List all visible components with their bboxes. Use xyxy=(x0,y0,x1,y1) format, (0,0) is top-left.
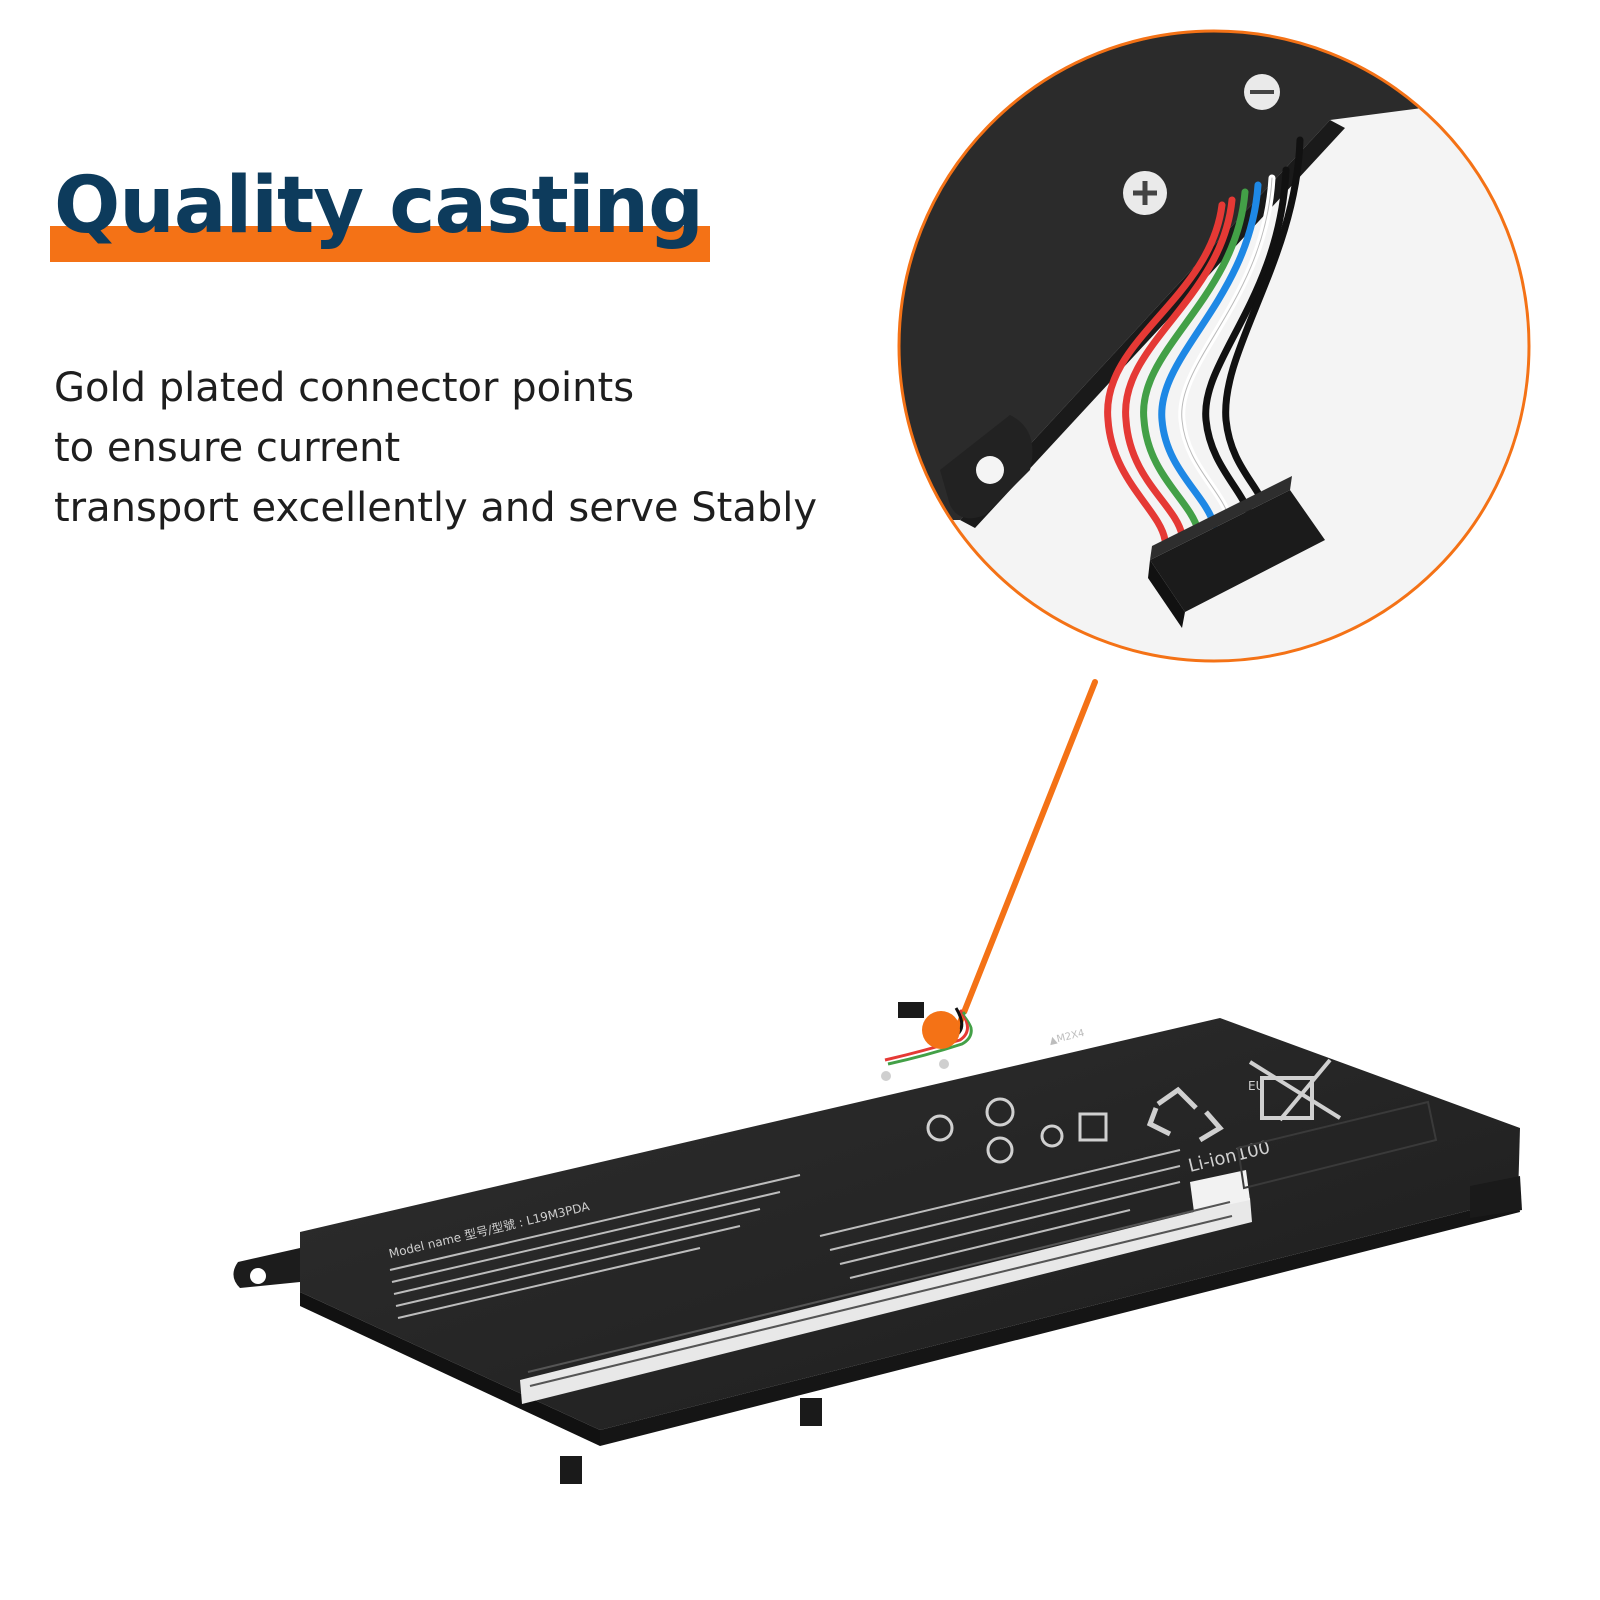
warning-label xyxy=(520,1198,1252,1404)
headline: Quality casting xyxy=(54,161,704,251)
label-dark-text xyxy=(527,1201,1233,1387)
m2x4-marking: ▲M2X4 xyxy=(1048,1028,1085,1047)
screw-hole-1 xyxy=(881,1071,891,1081)
wire-red-2 xyxy=(1122,196,1236,539)
callout-line xyxy=(952,679,1098,1038)
zoom-detail: M2 xyxy=(871,31,1529,661)
wire-white-outline xyxy=(1181,177,1273,521)
description-line-3: transport excellently and serve Stably xyxy=(54,485,818,531)
wire-blue xyxy=(1158,181,1262,529)
callout-dot xyxy=(922,1011,960,1049)
left-mount-hole xyxy=(250,1268,266,1284)
blank-label-area xyxy=(1236,1100,1438,1190)
battery-left-edge xyxy=(300,1292,600,1446)
screw-hole-2 xyxy=(939,1059,949,1069)
feature-description: Gold plated connector points to ensure c… xyxy=(54,358,894,538)
battery-pack: Model name 型号/型號 : L19M3PDA ▲M2X4 Li-ion… xyxy=(233,1002,1522,1484)
certification-icons xyxy=(926,1097,1108,1164)
headline-block: Quality casting xyxy=(50,158,710,268)
recycle-icon xyxy=(1146,1086,1224,1143)
zoom-screw-cross xyxy=(1133,181,1157,205)
safety-mark-icon xyxy=(926,1114,954,1142)
zoom-connector-plug xyxy=(1148,476,1325,628)
bottom-clip-1 xyxy=(560,1456,582,1484)
zoom-mount-hole xyxy=(976,456,1004,484)
right-mount-clip xyxy=(1470,1176,1522,1218)
crossed-bin-icon xyxy=(1248,1058,1342,1122)
zoom-wires xyxy=(1104,136,1304,544)
battery-connector xyxy=(898,1002,924,1018)
wire-red-1 xyxy=(1104,201,1226,544)
recycle-circle-icon xyxy=(1040,1124,1064,1148)
warning-label-panel xyxy=(1190,1170,1250,1212)
zoom-battery-corner xyxy=(899,31,1529,520)
wire-green xyxy=(1140,188,1249,534)
wire-black xyxy=(1202,166,1290,514)
zoom-circle-border xyxy=(897,29,1531,663)
label-text-lines xyxy=(389,1149,1181,1319)
headline-underline-bar xyxy=(50,226,710,262)
bottom-clip-2 xyxy=(800,1398,822,1426)
kc-mark-icon xyxy=(1078,1112,1108,1142)
wire-black-2 xyxy=(1222,136,1304,504)
description-line-2: to ensure current xyxy=(54,425,401,471)
ce-mark-icon xyxy=(986,1136,1014,1164)
zoom-m2-marking: M2 xyxy=(871,429,909,473)
description-line-1: Gold plated connector points xyxy=(54,365,635,411)
battery-front-edge xyxy=(600,1198,1520,1446)
rohs-mark-icon xyxy=(985,1097,1015,1127)
left-mount-tab xyxy=(233,1248,300,1288)
